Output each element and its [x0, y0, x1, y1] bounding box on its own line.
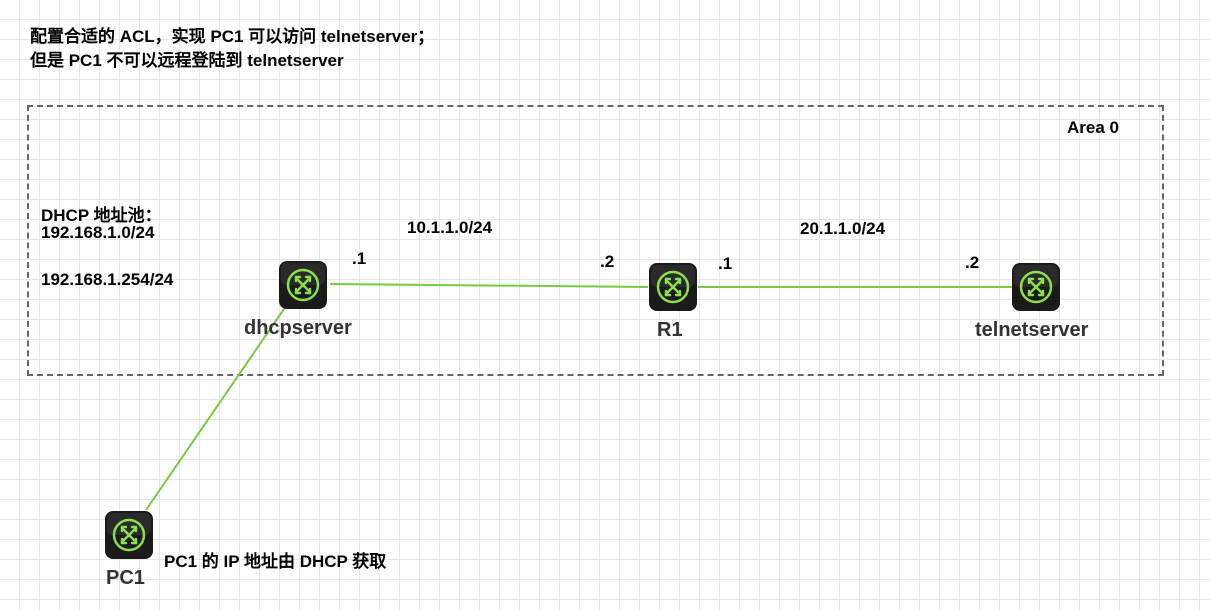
pc1-label: PC1 — [106, 567, 145, 589]
r1-left-interface-label: .2 — [600, 252, 615, 271]
area-label: Area 0 — [1067, 118, 1119, 137]
r1-right-interface-label: .1 — [718, 254, 733, 273]
dhcpserver-interface-label: .1 — [352, 249, 367, 268]
subnet-right-label: 20.1.1.0/24 — [800, 219, 886, 238]
area-0-boundary — [27, 105, 1164, 376]
dhcpserver-label: dhcpserver — [244, 317, 352, 339]
dhcp-pool-title: DHCP 地址池： — [41, 206, 162, 225]
telnetserver-label: telnetserver — [975, 319, 1089, 341]
dhcp-pool-network: 192.168.1.0/24 — [41, 223, 155, 242]
telnetserver-router-icon[interactable] — [1011, 262, 1061, 312]
r1-router-icon[interactable] — [648, 262, 698, 312]
task-line-1: 配置合适的 ACL，实现 PC1 可以访问 telnetserver； — [30, 27, 435, 46]
task-line-2: 但是 PC1 不可以远程登陆到 telnetserver — [30, 51, 344, 70]
dhcpserver-router-icon[interactable] — [278, 260, 328, 310]
r1-label: R1 — [657, 319, 683, 341]
pc1-dhcp-note: PC1 的 IP 地址由 DHCP 获取 — [164, 552, 387, 571]
dhcp-pool-gateway: 192.168.1.254/24 — [41, 270, 174, 289]
subnet-left-label: 10.1.1.0/24 — [407, 218, 493, 237]
telnetserver-interface-label: .2 — [965, 253, 980, 272]
link-dhcpserver-r1 — [329, 283, 649, 288]
link-pc1-dhcpserver — [145, 305, 287, 511]
pc1-device-icon[interactable] — [104, 510, 154, 560]
